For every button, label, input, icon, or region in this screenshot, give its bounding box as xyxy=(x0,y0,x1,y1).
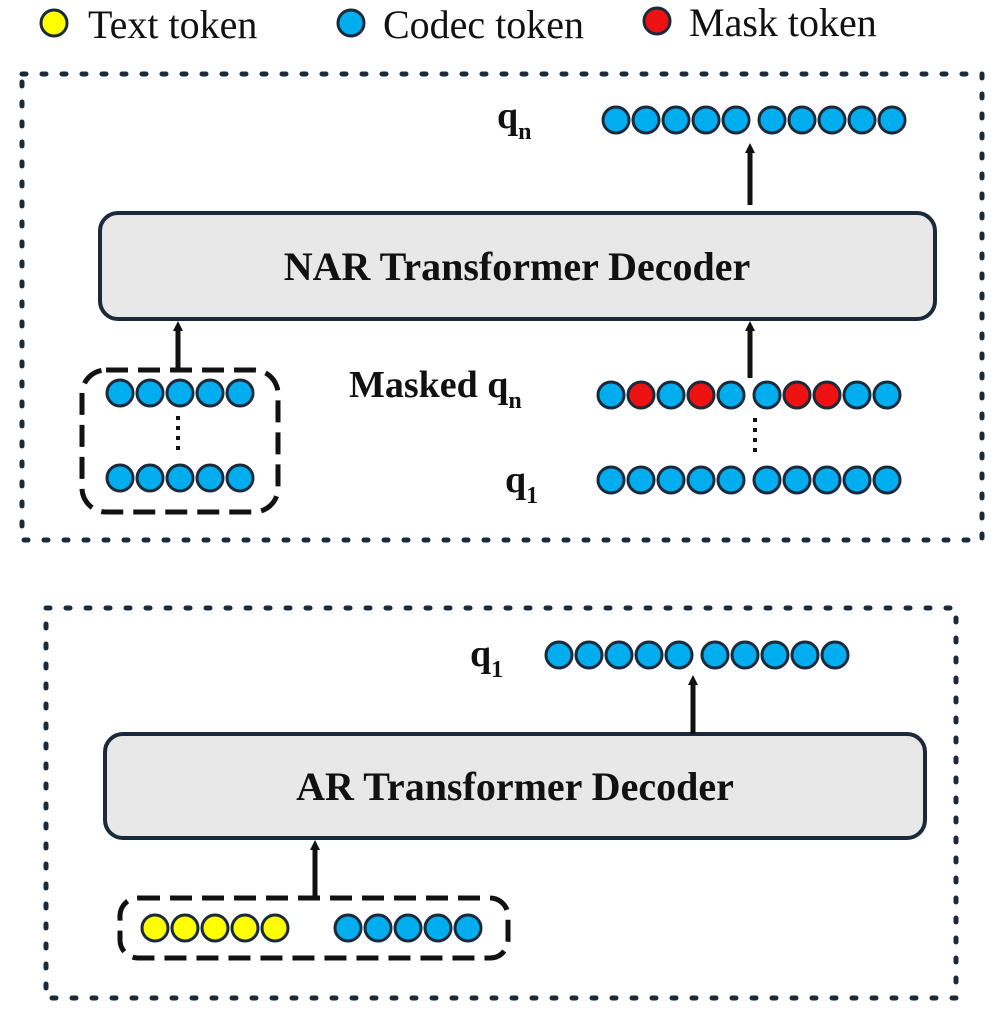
nar-q1-label: q1 xyxy=(505,459,538,509)
legend-codec-token-swatch xyxy=(336,8,366,38)
legend-text-token-label: Text token xyxy=(88,2,257,47)
codec-token xyxy=(574,640,604,670)
codec-token xyxy=(760,640,790,670)
codec-token xyxy=(225,463,255,493)
codec-token xyxy=(847,105,877,135)
codec-token xyxy=(664,640,694,670)
ar-decoder-block: AR Transformer Decoder xyxy=(103,732,927,840)
codec-token xyxy=(634,640,664,670)
codec-token xyxy=(601,105,631,135)
ar-decoder-title: AR Transformer Decoder xyxy=(296,764,734,809)
nar-prompt-top-token-row xyxy=(105,378,255,408)
ar-text-token-row xyxy=(140,913,290,943)
codec-token xyxy=(872,465,902,495)
nar-masked-token-row xyxy=(596,380,902,410)
codec-token xyxy=(752,465,782,495)
codec-token xyxy=(333,913,363,943)
codec-token xyxy=(105,463,135,493)
codec-token xyxy=(195,378,225,408)
text-token xyxy=(140,913,170,943)
codec-token xyxy=(782,465,812,495)
codec-token xyxy=(716,465,746,495)
codec-token xyxy=(656,380,686,410)
codec-token xyxy=(453,913,483,943)
mask-token xyxy=(782,380,812,410)
codec-token xyxy=(716,380,746,410)
codec-token xyxy=(544,640,574,670)
codec-token xyxy=(686,465,716,495)
codec-token xyxy=(817,105,847,135)
codec-token xyxy=(842,380,872,410)
nar-decoder-title: NAR Transformer Decoder xyxy=(284,244,751,289)
nar-output-label: qn xyxy=(497,95,532,145)
legend-codec-token-label: Codec token xyxy=(383,2,584,47)
nar-decoder-box xyxy=(98,211,937,321)
nar-q1-token-row xyxy=(596,465,902,495)
legend-mask-token-label: Mask token xyxy=(689,0,877,45)
codec-token xyxy=(730,640,760,670)
ar-prompt-token-row xyxy=(333,913,483,943)
nar-output-token-row xyxy=(601,105,907,135)
codec-token xyxy=(661,105,691,135)
text-token xyxy=(170,913,200,943)
codec-token xyxy=(135,463,165,493)
codec-token xyxy=(790,640,820,670)
codec-token xyxy=(757,105,787,135)
codec-token xyxy=(135,378,165,408)
legend: Text token Codec token Mask token xyxy=(39,0,877,47)
mask-token xyxy=(812,380,842,410)
ar-output-token-row xyxy=(544,640,850,670)
codec-token xyxy=(423,913,453,943)
nar-decoder-block: NAR Transformer Decoder xyxy=(98,211,937,321)
codec-token xyxy=(691,105,721,135)
text-token xyxy=(230,913,260,943)
codec-token xyxy=(363,913,393,943)
codec-token xyxy=(626,465,656,495)
codec-token xyxy=(820,640,850,670)
nar-masked-label: Masked qn xyxy=(349,364,522,414)
codec-token xyxy=(165,463,195,493)
codec-token xyxy=(812,465,842,495)
codec-token xyxy=(631,105,661,135)
codec-token xyxy=(195,463,225,493)
codec-token xyxy=(877,105,907,135)
codec-token xyxy=(787,105,817,135)
nar-module-frame xyxy=(19,71,985,543)
codec-token xyxy=(721,105,751,135)
codec-token xyxy=(165,378,195,408)
legend-mask-token-swatch xyxy=(642,6,672,36)
ar-module-frame xyxy=(43,605,959,1001)
text-token xyxy=(260,913,290,943)
codec-token xyxy=(604,640,634,670)
codec-token xyxy=(596,465,626,495)
text-token xyxy=(200,913,230,943)
codec-token xyxy=(842,465,872,495)
codec-token xyxy=(225,378,255,408)
codec-token xyxy=(393,913,423,943)
ar-decoder-box xyxy=(103,732,927,840)
codec-token xyxy=(872,380,902,410)
codec-token xyxy=(700,640,730,670)
codec-token xyxy=(596,380,626,410)
mask-token xyxy=(626,380,656,410)
codec-token xyxy=(656,465,686,495)
nar-prompt-bottom-token-row xyxy=(105,463,255,493)
legend-text-token-swatch xyxy=(39,8,69,38)
ar-output-label: q1 xyxy=(470,633,503,683)
codec-token xyxy=(105,378,135,408)
codec-token xyxy=(752,380,782,410)
mask-token xyxy=(686,380,716,410)
